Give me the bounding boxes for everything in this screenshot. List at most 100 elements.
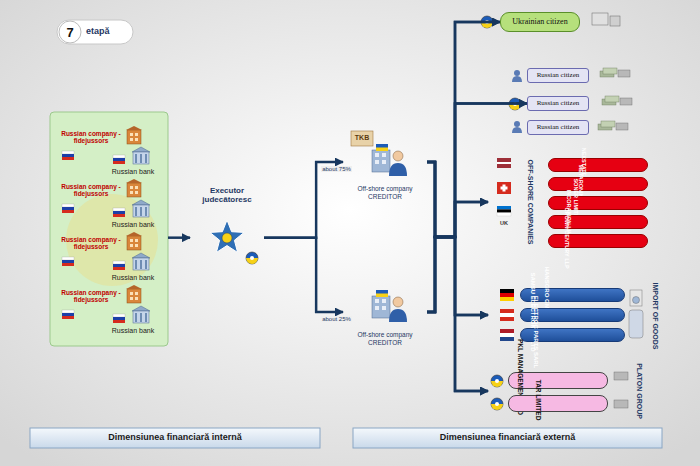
node-text: Ukrainian citizen (512, 17, 567, 26)
node-text: Off-shore company CREDITOR (343, 185, 427, 200)
node-text: Russian company - fidejussors (58, 183, 124, 198)
flow-arrow (427, 104, 527, 238)
goods-icon (629, 310, 643, 338)
flow-arrow (168, 236, 190, 239)
citizen-box: Russian citizen (527, 96, 589, 111)
citizen-box: Russian citizen (527, 120, 589, 135)
dimension-title: Dimensiunea financiară internă (30, 432, 320, 442)
flow-arrow (427, 237, 488, 391)
edge-label: about 75% (321, 166, 352, 172)
ukrainian-emblem (246, 252, 258, 264)
creditor-node: Off-shore company CREDITOR (343, 280, 427, 346)
node-text: Russian citizen (537, 71, 580, 79)
company-building (126, 179, 142, 197)
company-box: Russian company - fidejussors (58, 285, 124, 307)
money-icon (598, 121, 628, 130)
person-icon (512, 70, 522, 82)
node-text: Russian bank (112, 327, 154, 335)
russian-flag (62, 310, 74, 319)
bank-building (132, 147, 150, 164)
company-box: Russian company - fidejussors (58, 126, 124, 148)
bank-box: Russian bank (104, 219, 162, 231)
flow-arrow (427, 22, 500, 237)
company-building (126, 232, 142, 250)
stage-number: 7 (64, 25, 76, 40)
node-text: Off-shore company CREDITOR (343, 331, 427, 346)
node-text: Russian company - fidejussors (58, 236, 124, 251)
node-text: MEYARONIK (578, 164, 584, 197)
flow-arrow (427, 104, 527, 313)
russian-flag (62, 151, 74, 160)
internal-dimension-bar (30, 428, 320, 448)
company-building (126, 126, 142, 144)
external-dimension-bar (353, 428, 662, 448)
bank-box: Russian bank (104, 166, 162, 178)
bank-box: Russian bank (104, 272, 162, 284)
stage-badge (57, 20, 133, 44)
citizen-box: Ukrainian citizen (500, 12, 580, 32)
russian-flag (62, 204, 74, 213)
country-code: UK (497, 220, 511, 226)
russian-flag (113, 208, 125, 217)
flow-arrow (264, 238, 343, 312)
company-box: Russian company - fidejussors (58, 179, 124, 201)
node-text: Russian citizen (537, 99, 580, 107)
bank-box: Russian bank (104, 325, 162, 337)
germany-flag (500, 289, 514, 301)
citizen-box: Russian citizen (527, 68, 589, 83)
import-group: IMPORT OF GOODSHANSGRO GMBHSAMSU ELECTRO… (488, 282, 678, 348)
red-white-flag (500, 309, 514, 321)
appliance-door (633, 297, 640, 304)
flow-arrow (427, 162, 488, 391)
flow-arrow (427, 22, 500, 312)
group-label: IMPORT OF GOODS (651, 283, 659, 350)
offshore-company-box: INCORAXION LIMITED (548, 215, 648, 229)
node-text: Russian company - fidejussors (58, 130, 124, 145)
bank-logo-text: TKB (351, 134, 373, 141)
group-label: OFF-SHORE COMPANIES (526, 159, 534, 244)
edge-label: about 25% (321, 316, 352, 322)
estonia-flag (497, 206, 511, 216)
importer-box: ELECTROC PARTS SARL (520, 328, 625, 342)
russian-flag (113, 314, 125, 323)
creditor-icon (372, 290, 407, 322)
internal-panel (50, 112, 168, 346)
node-text: Russian bank (112, 168, 154, 176)
money-icon (602, 96, 632, 105)
ukrainian-emblem (491, 375, 503, 387)
bank-building (132, 253, 150, 270)
offshore-group: OFF-SHORE COMPANIESNEXSTATEMEYARONIKSONE… (488, 152, 658, 252)
node-text: CROWN CENTURY LLP (564, 207, 570, 268)
russian-flag (113, 261, 125, 270)
bank-building (132, 200, 150, 217)
platon-company-box: TAR LIMITED (508, 395, 608, 412)
dimension-title: Dimensiunea financiară externă (353, 432, 662, 442)
stage-word: etapă (86, 26, 126, 36)
stage-number-disc (59, 21, 81, 43)
node-text: Russian citizen (537, 123, 580, 131)
money-icon (600, 68, 630, 77)
swiss-flag (497, 182, 511, 194)
latvia-flag (497, 158, 511, 168)
money-icon (614, 372, 628, 380)
company-building (126, 285, 142, 303)
appliance-icon (630, 290, 642, 306)
company-box: Russian company - fidejussors (58, 232, 124, 254)
ukrainian-emblem (491, 398, 503, 410)
star-center (222, 233, 232, 243)
person-icon (512, 121, 522, 133)
offshore-company-box: SONER LIMITED (548, 196, 648, 210)
platon-company-box: PKL MANAGEMENT LTD (508, 372, 608, 389)
bank-logo (351, 131, 373, 146)
node-text: Russian bank (112, 221, 154, 229)
internal-panel: Russian company - fidejussorsRussian ban… (50, 112, 168, 346)
node-text: Russian company - fidejussors (58, 289, 124, 304)
russian-flag (62, 257, 74, 266)
group-label: PLATON GROUP (635, 363, 643, 419)
netherlands-flag (500, 329, 514, 341)
node-text: Russian bank (112, 274, 154, 282)
bailiff-star (210, 220, 244, 252)
node-text: Executor judecătoresc (190, 186, 264, 204)
